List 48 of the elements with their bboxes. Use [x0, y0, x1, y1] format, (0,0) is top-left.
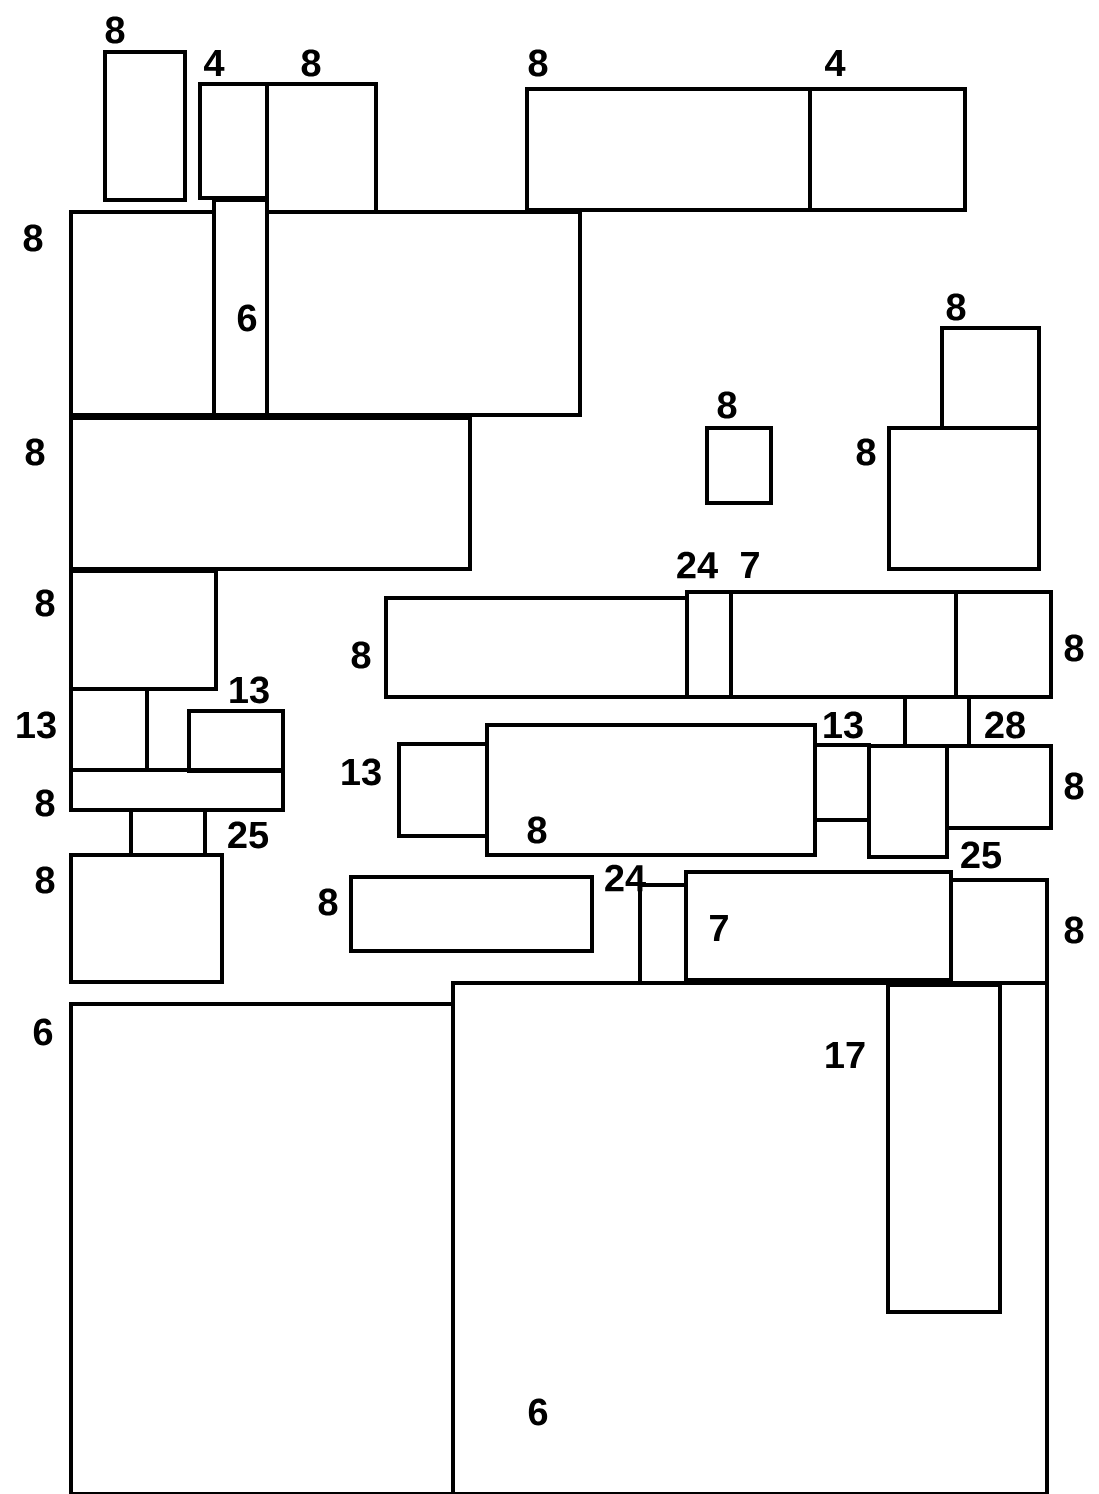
number-label: 8	[23, 224, 43, 252]
number-label: 7	[741, 551, 759, 579]
number-label: 8	[301, 49, 321, 77]
number-label: 8	[35, 789, 55, 817]
room-box	[954, 590, 1053, 699]
number-label: 4	[204, 49, 225, 77]
room-box	[265, 210, 582, 417]
room-box	[103, 50, 187, 202]
room-box: 7	[684, 870, 953, 982]
number-label: 8	[528, 49, 548, 77]
number-label: 8	[1064, 916, 1084, 944]
number-label: 8	[25, 438, 45, 466]
number-label: 4	[825, 49, 846, 77]
number-label: 13	[230, 676, 269, 704]
room-box	[69, 416, 472, 571]
number-label: 8	[1064, 772, 1084, 800]
number-label: 13	[342, 758, 381, 786]
number-label: 8	[1064, 634, 1084, 662]
room-box: 6	[212, 198, 269, 417]
room-box: 8	[485, 723, 817, 857]
room-box	[69, 768, 285, 812]
number-label: 8	[717, 391, 737, 419]
number-label: 24	[677, 551, 718, 579]
number-label: 8	[35, 589, 55, 617]
number-label: 8	[35, 866, 55, 894]
number-label: 13	[17, 711, 56, 739]
number-label: 8	[351, 641, 371, 669]
room-box	[813, 743, 871, 822]
room-box	[187, 709, 285, 773]
room-box	[887, 426, 1041, 571]
number-label: 17	[826, 1041, 865, 1069]
number-label: 13	[824, 711, 863, 739]
room-box	[945, 744, 1053, 830]
room-box	[69, 853, 224, 984]
room-box	[705, 426, 773, 505]
number-label: 25	[228, 821, 269, 849]
number-label: 28	[985, 711, 1025, 739]
room-box	[69, 569, 218, 691]
number-label: 8	[856, 438, 876, 466]
number-label: 6	[33, 1018, 53, 1046]
room-box	[867, 744, 949, 859]
room-box	[886, 983, 1002, 1314]
number-label: 25	[961, 841, 1002, 869]
room-box	[808, 87, 967, 212]
number-label: 8	[946, 293, 966, 321]
number-label: 8	[318, 888, 338, 916]
room-box	[349, 875, 594, 953]
number-label: 8	[105, 16, 125, 44]
